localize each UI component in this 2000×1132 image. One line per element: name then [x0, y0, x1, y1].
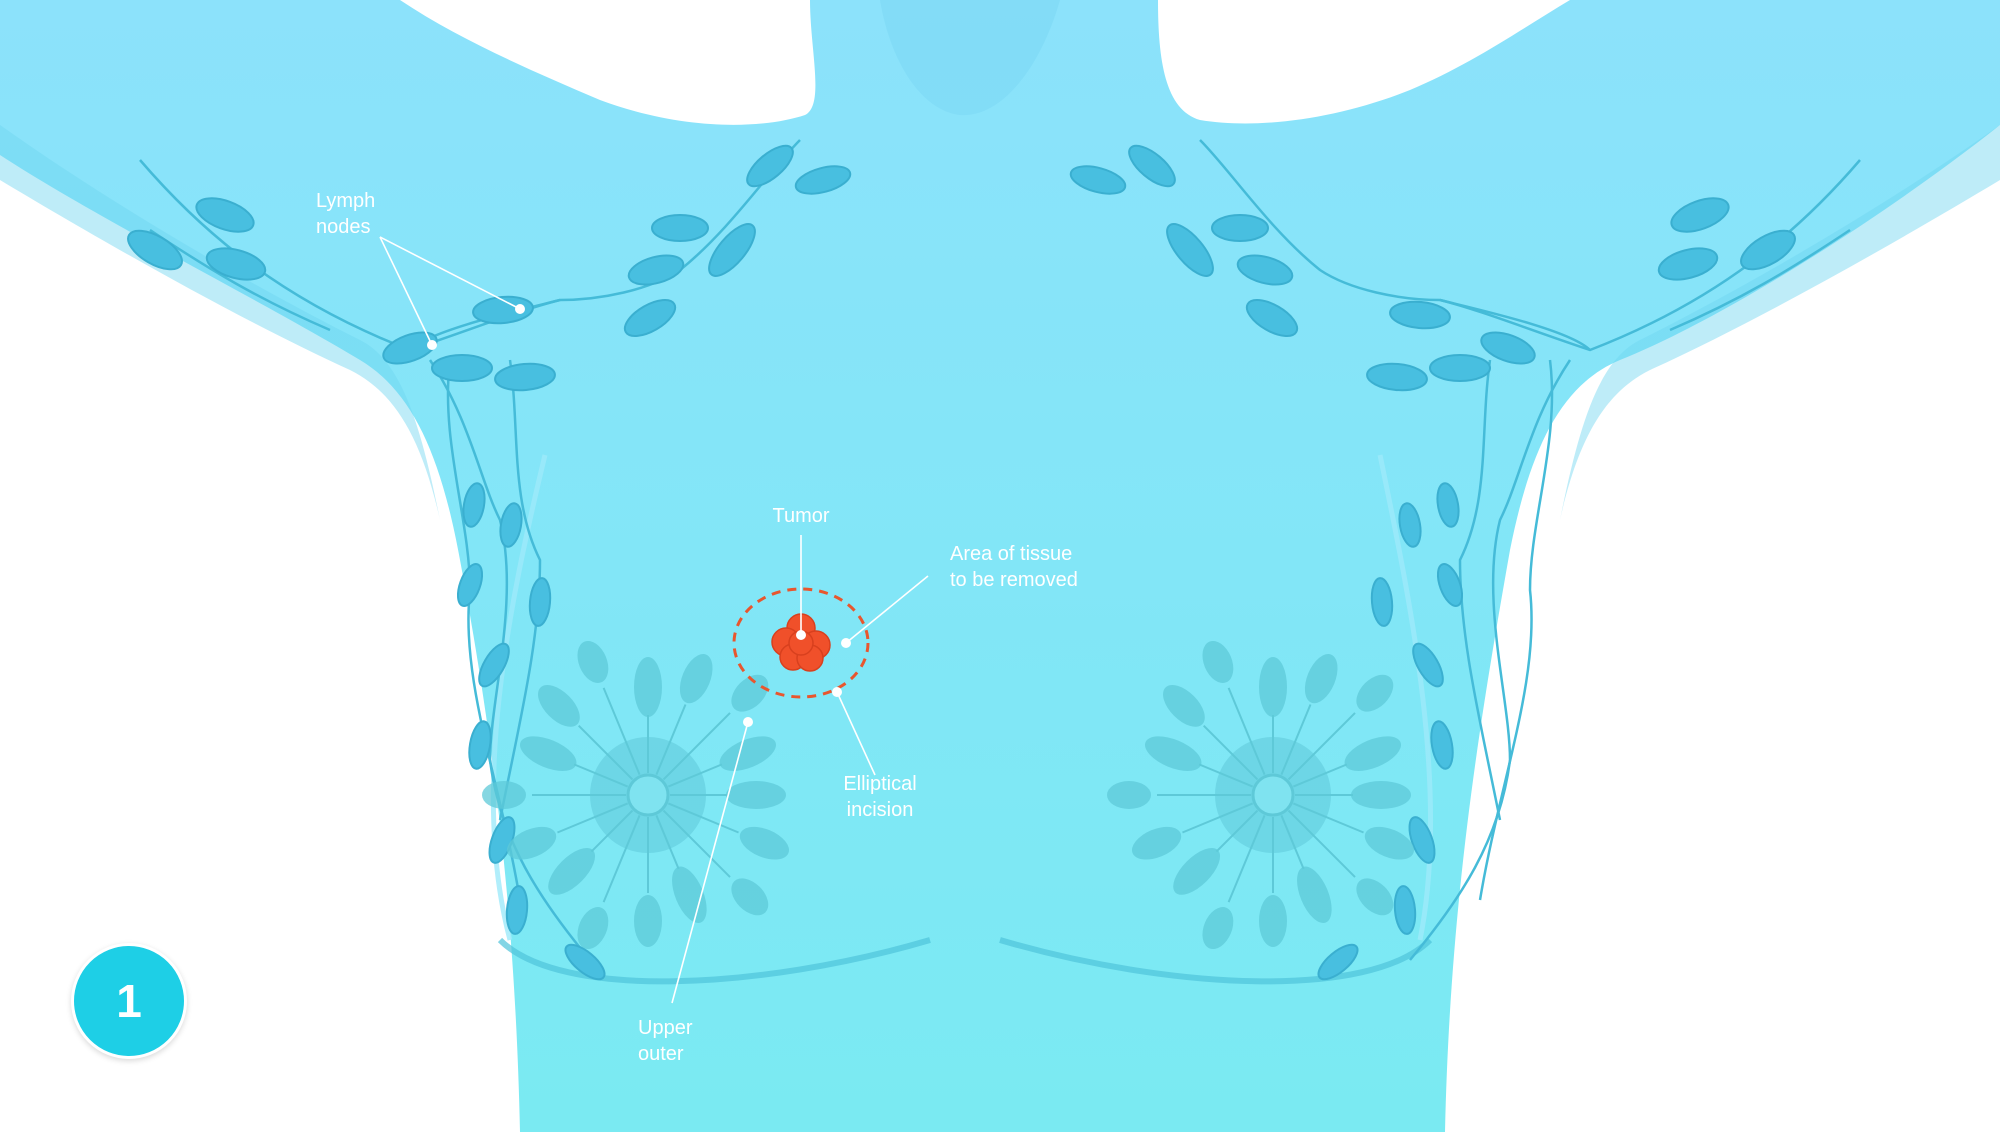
leader-dots [427, 304, 851, 727]
milk-duct [590, 809, 634, 853]
gland-lobule [1351, 781, 1411, 809]
milk-duct [655, 814, 680, 870]
gland-lobule [1173, 847, 1221, 895]
gland-lobule [1163, 685, 1205, 727]
gland-lobule [577, 907, 609, 950]
leader-lines [379, 236, 929, 1004]
gland-lobule [739, 826, 790, 860]
right-arm-shade [1560, 125, 2000, 520]
left-arm-shade [0, 125, 440, 520]
tumor-label: Tumor [772, 505, 830, 527]
lymph-nodes-left [127, 144, 852, 981]
milk-duct [573, 763, 629, 788]
gland-lobule [679, 653, 713, 704]
milk-duct [1287, 809, 1356, 878]
gland-lobule [482, 781, 526, 809]
gland-lobule [1202, 640, 1234, 683]
gland-lobule [519, 736, 577, 771]
nipple [626, 773, 670, 817]
gland-lobule [1259, 657, 1287, 717]
gland-lobule [1364, 826, 1415, 860]
milk-duct [1292, 763, 1348, 788]
milk-duct [602, 687, 641, 776]
gland-lobule [1131, 826, 1182, 860]
milk-duct [662, 712, 731, 781]
gland-lobule [1297, 866, 1332, 924]
left-side-contour [490, 454, 548, 941]
step-number-badge: 1 [71, 943, 187, 1059]
right-mammary-gland [1107, 640, 1415, 950]
lymph-nodes-label: Lymph nodes [316, 190, 376, 238]
milk-duct [1287, 712, 1356, 781]
gland-lobule [506, 826, 557, 860]
milk-duct [1227, 687, 1266, 776]
gland-lobule [577, 640, 609, 683]
milk-duct [662, 809, 731, 878]
gland-lobule [1356, 674, 1394, 712]
step-number: 1 [116, 975, 142, 1027]
milk-duct [1215, 809, 1259, 853]
gland-lobule [1202, 907, 1234, 950]
gland-lobule [538, 685, 580, 727]
milk-duct [655, 704, 687, 776]
elliptical-incision-outline [732, 587, 870, 699]
gland-lobule [1259, 895, 1287, 947]
gland-lobule [726, 781, 786, 809]
milk-duct [1280, 704, 1312, 776]
gland-lobule [634, 895, 662, 947]
upper-outer-label: Upper outer [638, 1017, 693, 1065]
gland-lobule [1304, 653, 1338, 704]
milk-duct [1292, 802, 1364, 834]
neck-shadow [880, 0, 1060, 116]
lymph-nodes-right [1069, 144, 1796, 981]
left-mammary-gland [482, 640, 790, 950]
milk-duct [557, 802, 629, 834]
gland-lobule [1107, 781, 1151, 809]
right-breast-contour [999, 937, 1433, 985]
gland-lobule [731, 674, 769, 712]
milk-duct [577, 724, 634, 781]
left-breast-contour [497, 937, 931, 985]
milk-duct [667, 802, 739, 834]
milk-duct [1202, 724, 1259, 781]
milk-duct [1280, 814, 1305, 870]
gland-lobule [719, 736, 777, 771]
gland-lobule [548, 847, 596, 895]
milk-duct [1198, 763, 1254, 788]
gland-lobule [1344, 736, 1402, 771]
gland-lobule [1356, 878, 1394, 916]
elliptical-incision-label: Elliptical incision [843, 773, 917, 821]
milk-duct [667, 763, 723, 788]
gland-lobule [634, 657, 662, 717]
area-of-tissue-label: Area of tissue to be removed [950, 543, 1078, 591]
milk-duct [1227, 814, 1266, 903]
milk-duct [602, 814, 641, 903]
gland-lobule [731, 878, 769, 916]
right-side-contour [1377, 454, 1434, 941]
gland-lobule [1144, 736, 1202, 771]
milk-duct [1182, 802, 1254, 834]
nipple [1251, 773, 1295, 817]
